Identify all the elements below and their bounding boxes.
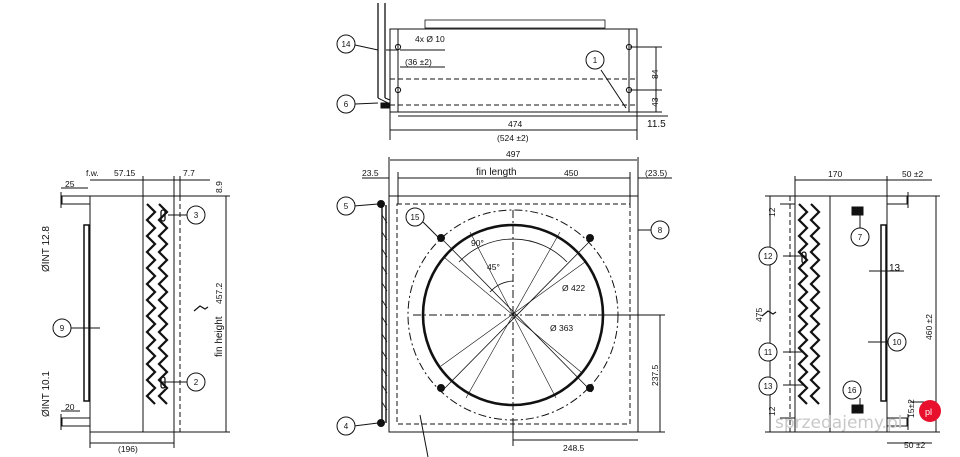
d-475-label: 475 — [754, 308, 764, 322]
d-12-bottom-label: 12 — [767, 406, 777, 416]
dim-11-5-label: 11.5 — [647, 119, 666, 130]
balloon-12: 12 — [758, 246, 778, 266]
dia-422-label: Ø 422 — [562, 283, 585, 293]
angle-45-label: 45° — [487, 262, 500, 272]
balloon-10: 10 — [887, 332, 907, 352]
balloon-6: 6 — [336, 94, 356, 114]
top-view — [354, 3, 668, 140]
top-view-frame — [389, 28, 638, 113]
svg-text:2: 2 — [194, 378, 199, 387]
d-12-top-label: 12 — [767, 207, 777, 217]
svg-text:5: 5 — [344, 202, 349, 211]
balloon-4: 4 — [336, 416, 356, 436]
top-view-motor-bar — [424, 19, 606, 29]
height-237-5-label: 237.5 — [650, 364, 660, 386]
d-15-label: 15±2 — [906, 399, 916, 418]
svg-text:4: 4 — [344, 422, 349, 431]
svg-text:12: 12 — [764, 252, 773, 261]
d-7-7-label: 7.7 — [183, 168, 195, 178]
d-25-label: 25 — [65, 179, 75, 189]
right-23-5-label: (23.5) — [645, 168, 667, 178]
left-view — [60, 176, 230, 448]
d-50-top-label: 50 ±2 — [902, 169, 923, 179]
d-57-15-label: 57.15 — [114, 168, 136, 178]
width-248-5-label: 248.5 — [563, 443, 585, 453]
balloon-15: 15 — [405, 207, 425, 227]
left-view-frame — [89, 195, 175, 433]
watermark: sprzedajemy.pl — [775, 413, 903, 433]
dia-363-label: Ø 363 — [550, 323, 573, 333]
width-196-label: (196) — [118, 444, 138, 454]
watermark-logo-mark: pl — [925, 407, 932, 417]
svg-text:6: 6 — [344, 100, 349, 109]
int-top-label: ØINT 12.8 — [41, 226, 52, 272]
balloon-2: 2 — [186, 372, 206, 392]
d-50-bottom-label: 50 ±2 — [904, 440, 925, 450]
int-bottom-label: ØINT 10.1 — [41, 371, 52, 417]
balloon-8: 8 — [650, 220, 670, 240]
svg-text:11: 11 — [764, 348, 773, 357]
svg-text:3: 3 — [194, 211, 199, 220]
left-23-5-label: 23.5 — [362, 168, 379, 178]
right-view-frame — [794, 195, 888, 433]
fin-height-label: fin height — [214, 316, 225, 357]
holes-label: 4x Ø 10 — [415, 34, 445, 44]
height-84-label: 84 — [650, 69, 660, 79]
svg-text:1: 1 — [593, 56, 598, 65]
d-170-label: 170 — [828, 169, 842, 179]
svg-text:8: 8 — [658, 226, 663, 235]
width-474-label: 474 — [508, 119, 522, 129]
fin-length-label: fin length — [476, 167, 517, 178]
balloon-11: 11 — [758, 342, 778, 362]
watermark-logo-icon — [919, 400, 941, 422]
balloon-16: 16 — [842, 380, 862, 400]
balloon-7: 7 — [850, 227, 870, 247]
overall-497-label: 497 — [506, 149, 520, 159]
svg-text:7: 7 — [858, 233, 863, 242]
balloon-3: 3 — [186, 205, 206, 225]
balloon-9: 9 — [52, 318, 72, 338]
height-43-label: 43 — [650, 97, 660, 107]
fin-length-450-label: 450 — [564, 168, 578, 178]
fin-height-num-label: 457.2 — [214, 282, 224, 304]
balloon-14: 14 — [336, 34, 356, 54]
angle-90-label: 90° — [471, 238, 484, 248]
balloon-13: 13 — [758, 376, 778, 396]
fw-label: f.w. — [86, 168, 99, 178]
svg-text:10: 10 — [893, 338, 902, 347]
width-524-label: (524 ±2) — [497, 133, 529, 143]
balloon-1: 1 — [585, 50, 605, 70]
front-view — [353, 157, 672, 457]
svg-text:14: 14 — [342, 40, 351, 49]
d-460-label: 460 ±2 — [924, 314, 934, 340]
balloon-5: 5 — [336, 196, 356, 216]
d-13-label: 13 — [889, 263, 901, 274]
svg-text:9: 9 — [60, 324, 65, 333]
svg-text:15: 15 — [411, 213, 420, 222]
d-20-label: 20 — [65, 402, 75, 412]
pitch-label: (36 ±2) — [405, 57, 432, 67]
d-8-9-label: 8.9 — [214, 181, 224, 193]
svg-text:16: 16 — [848, 386, 857, 395]
svg-text:13: 13 — [764, 382, 773, 391]
